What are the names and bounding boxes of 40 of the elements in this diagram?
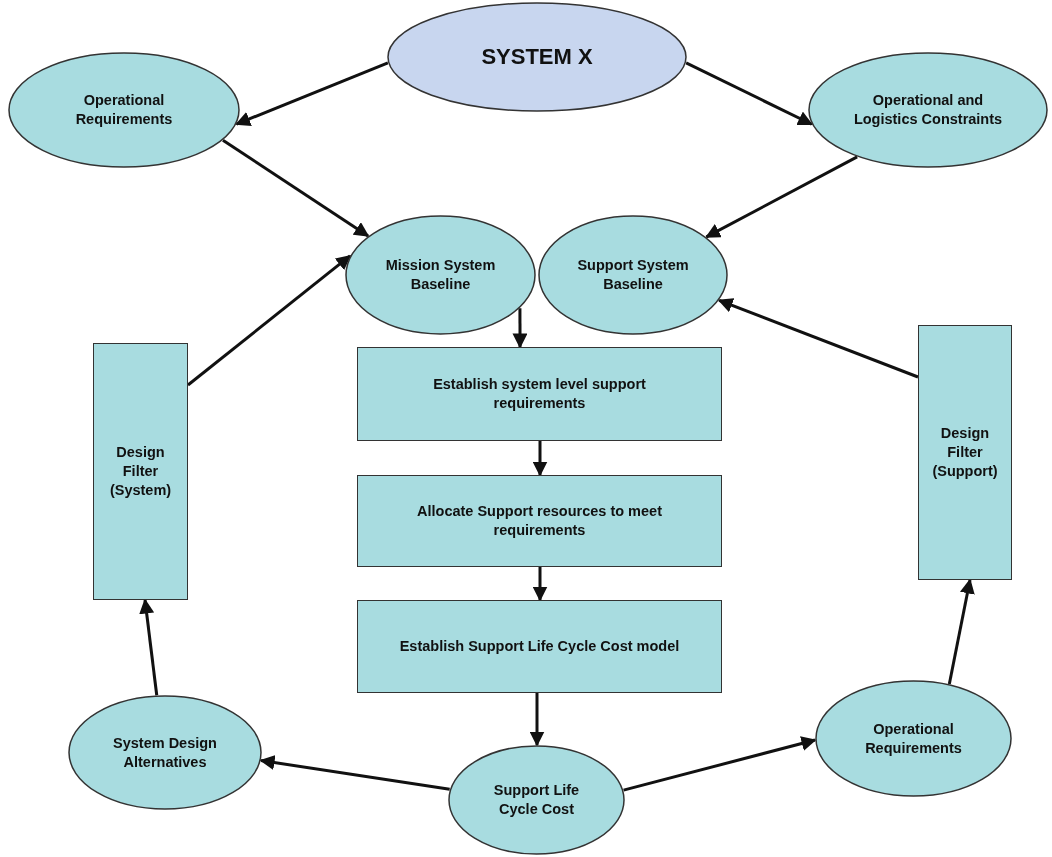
node-label: SYSTEM X — [481, 42, 593, 71]
node-label: Establish system level support requirements — [432, 375, 647, 413]
arrow — [529, 693, 545, 747]
arrow — [717, 298, 919, 379]
arrow — [705, 155, 858, 239]
arrow — [259, 755, 450, 791]
arrow — [139, 598, 159, 696]
process-box — [918, 325, 1012, 580]
process-box — [357, 347, 722, 441]
node-label: Support System Baseline — [576, 256, 690, 294]
ellipse-node — [448, 745, 625, 855]
node-label: Operational Requirements — [74, 91, 174, 129]
ellipse-node — [808, 52, 1048, 168]
arrow — [532, 567, 548, 602]
arrow — [532, 441, 548, 477]
node-label: Support Life Cycle Cost — [492, 781, 581, 819]
process-box — [357, 600, 722, 693]
ellipse-node — [387, 2, 687, 112]
ellipse-node — [345, 215, 536, 335]
ellipse-node — [8, 52, 240, 168]
ellipse-node — [815, 680, 1012, 797]
node-label: Mission System Baseline — [384, 256, 497, 294]
node-label: Design Filter (Support) — [931, 424, 999, 481]
node-label: Design Filter (System) — [108, 443, 173, 500]
node-label: Operational Requirements — [864, 719, 963, 758]
arrow — [187, 254, 352, 387]
arrow — [235, 61, 389, 126]
arrow — [222, 139, 370, 238]
node-label: Operational and Logistics Constraints — [852, 91, 1004, 129]
node-label: System Design Alternatives — [112, 733, 218, 772]
arrow — [685, 61, 814, 126]
node-label: Allocate Support resources to meet requirements — [416, 502, 663, 540]
node-label: Establish Support Life Cycle Cost model — [399, 637, 680, 656]
ellipse-node — [68, 695, 262, 810]
arrow — [947, 578, 975, 685]
ellipse-node — [538, 215, 728, 335]
process-box — [357, 475, 722, 567]
arrow — [623, 736, 817, 792]
arrow — [512, 308, 528, 349]
process-box — [93, 343, 188, 600]
